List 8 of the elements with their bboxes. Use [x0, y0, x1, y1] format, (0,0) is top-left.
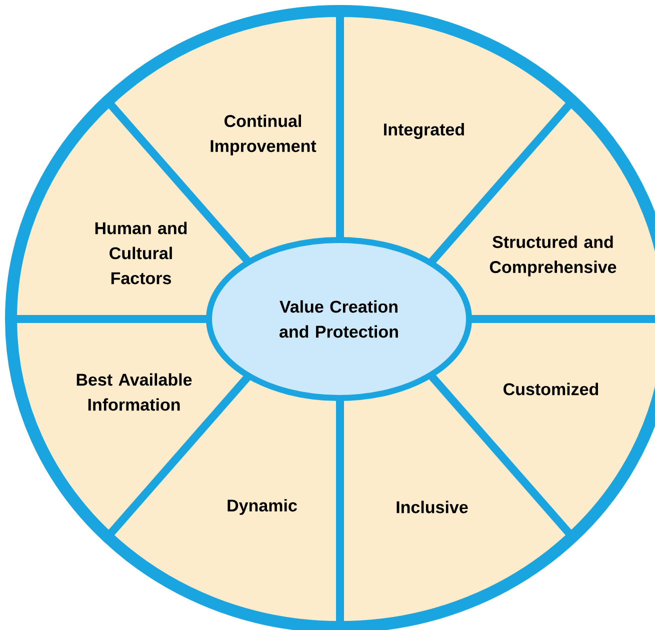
wheel-sector: Integrated	[384, 123, 464, 139]
wheel-sector: Best Available Information	[76, 373, 192, 411]
wheel-sector: Structured and Comprehensive	[490, 236, 616, 276]
wheel-sector: Inclusive	[396, 500, 468, 514]
wheel-sector: Customized	[504, 382, 598, 396]
wheel-sector: Human and Cultural Factors	[95, 222, 187, 284]
wheel-sector: Continual Improvement	[210, 114, 316, 156]
wheel-sector: Dynamic	[228, 499, 297, 515]
